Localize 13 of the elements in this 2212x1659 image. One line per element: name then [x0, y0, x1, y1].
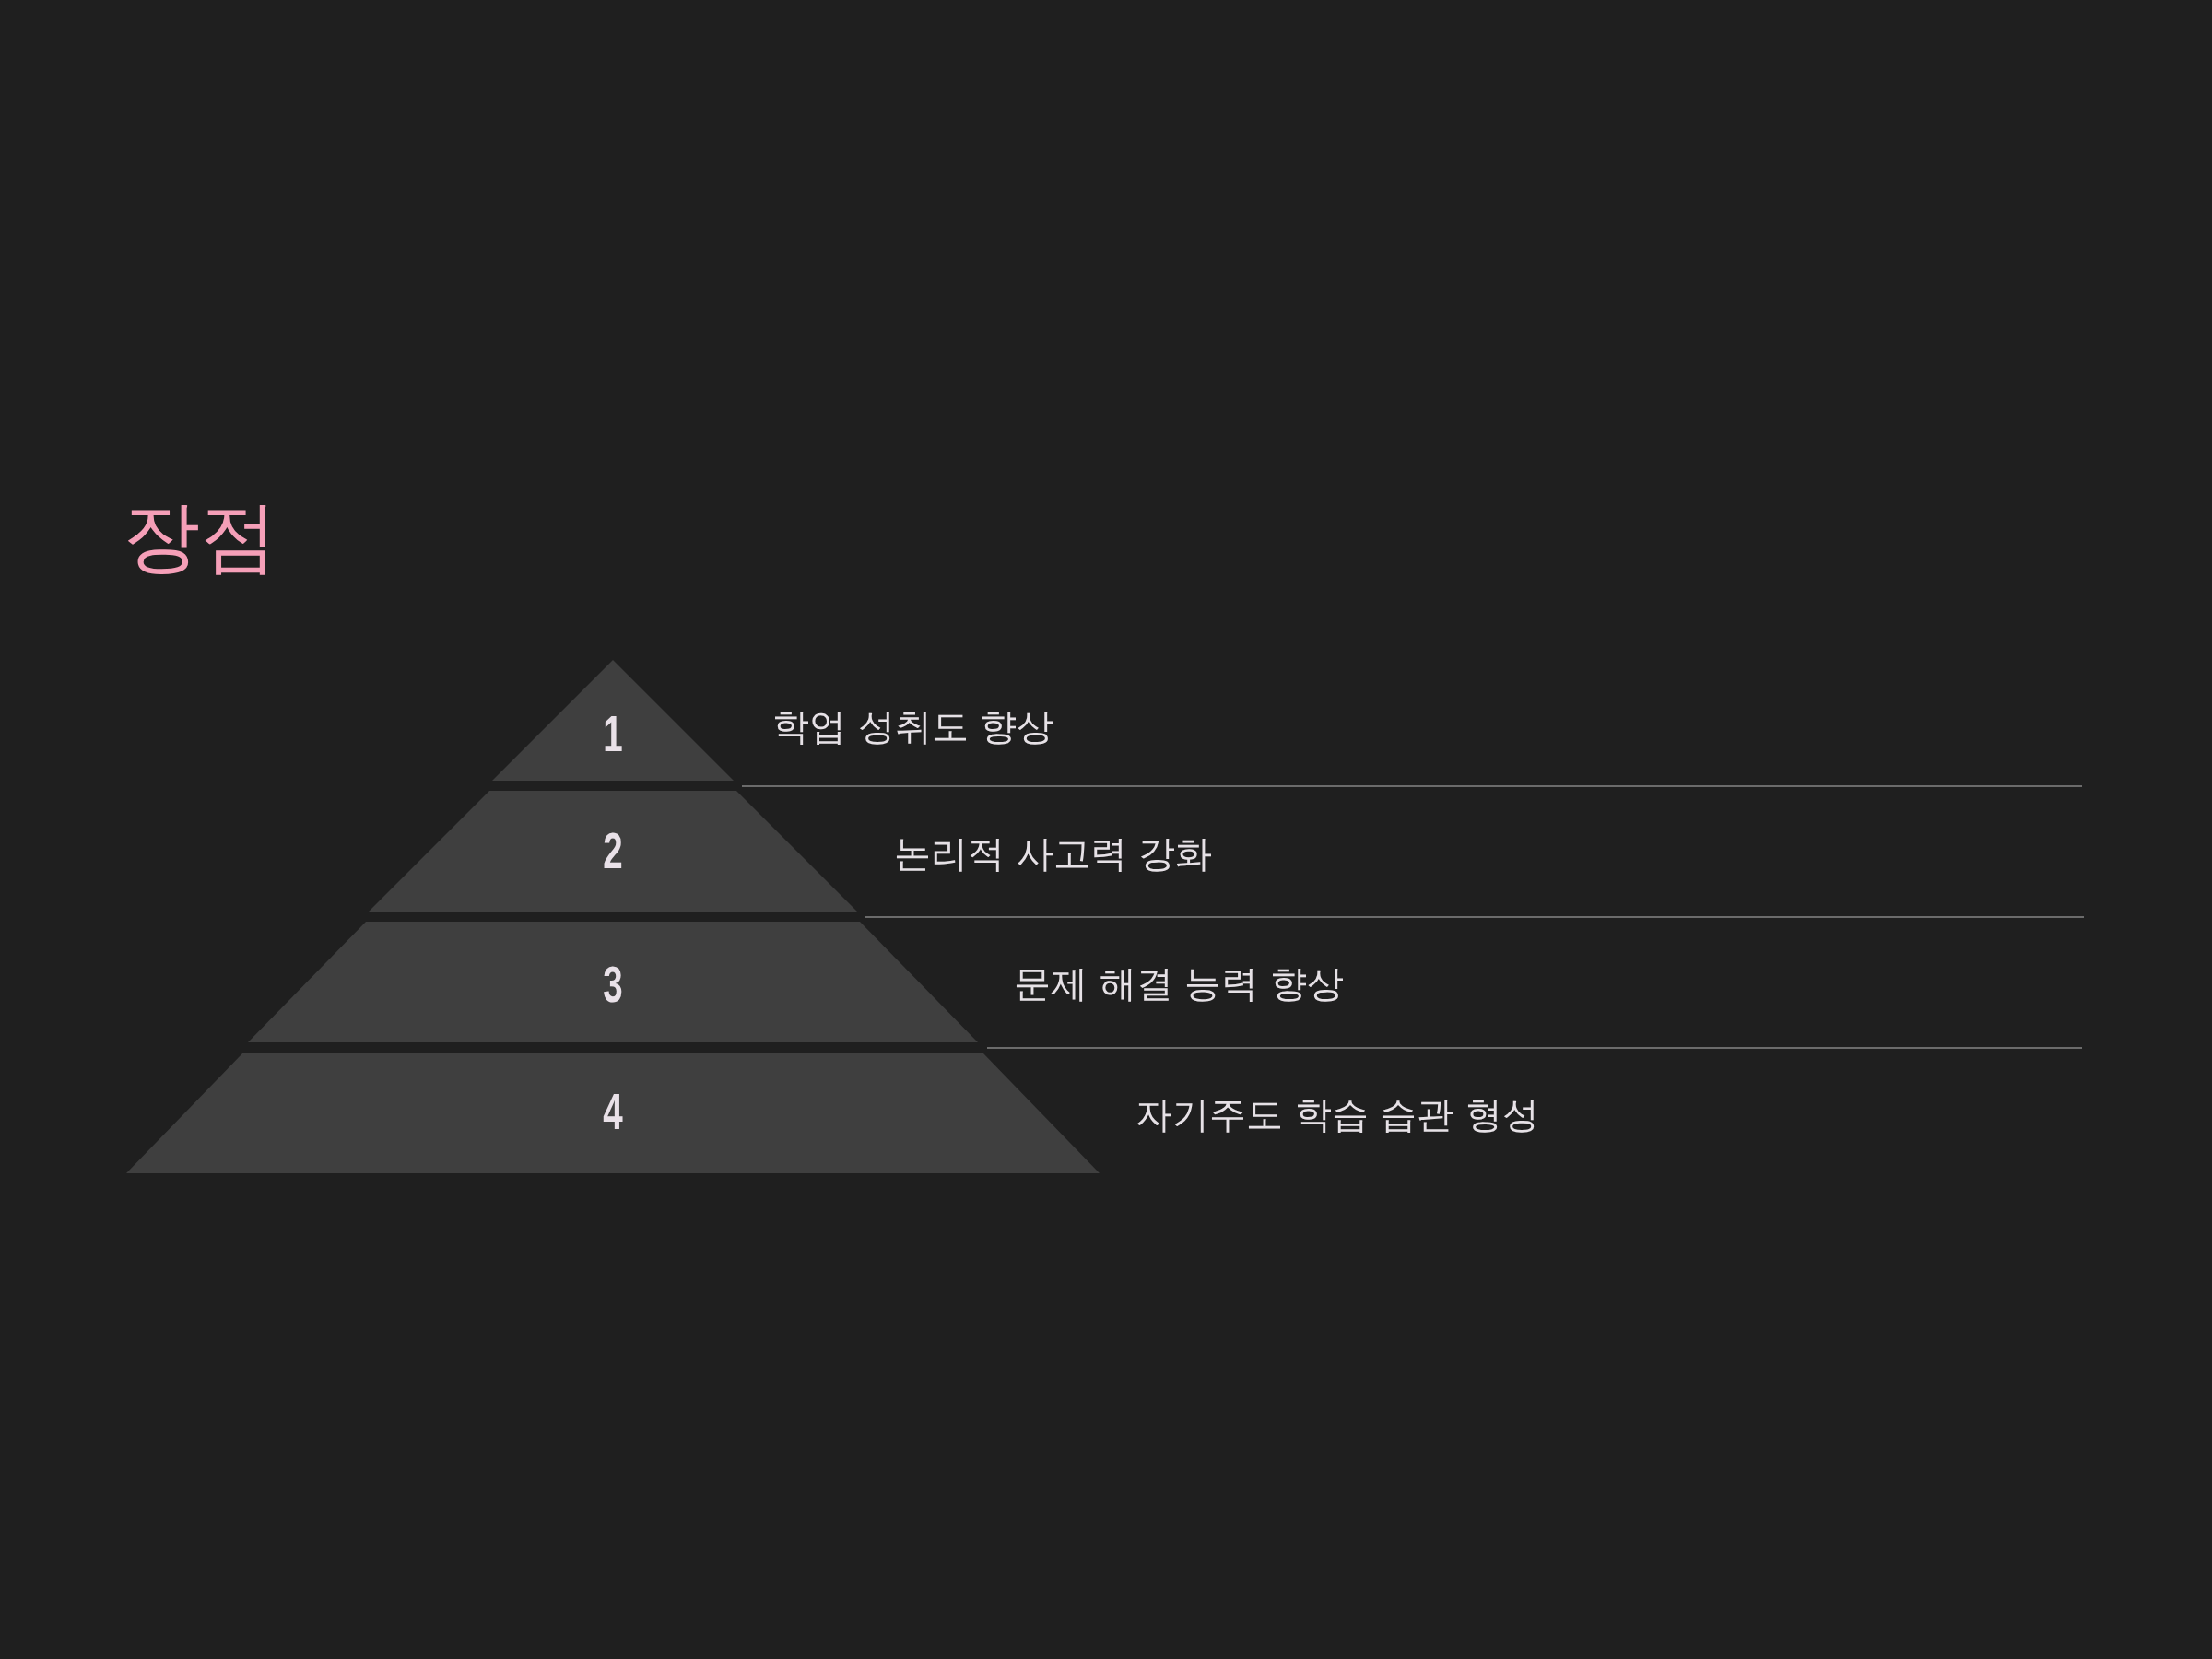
tier-description: 논리적 사고력 강화	[894, 831, 1213, 876]
pyramid-tier	[126, 1053, 1100, 1173]
tier-description: 자기주도 학습 습관 형성	[1135, 1092, 1540, 1136]
tier-number: 4	[603, 1086, 623, 1137]
pyramid-tier	[248, 922, 978, 1042]
tier-number: 2	[603, 825, 623, 877]
pyramid-top-triangle	[492, 660, 734, 781]
pyramid-tier	[369, 791, 857, 912]
tier-description: 문제 해결 능력 향상	[1014, 961, 1345, 1006]
slide-title: 장점	[123, 494, 277, 580]
tier-description: 학업 성취도 향상	[772, 704, 1054, 748]
tier-number: 3	[603, 959, 623, 1010]
tier-number: 1	[603, 708, 623, 759]
